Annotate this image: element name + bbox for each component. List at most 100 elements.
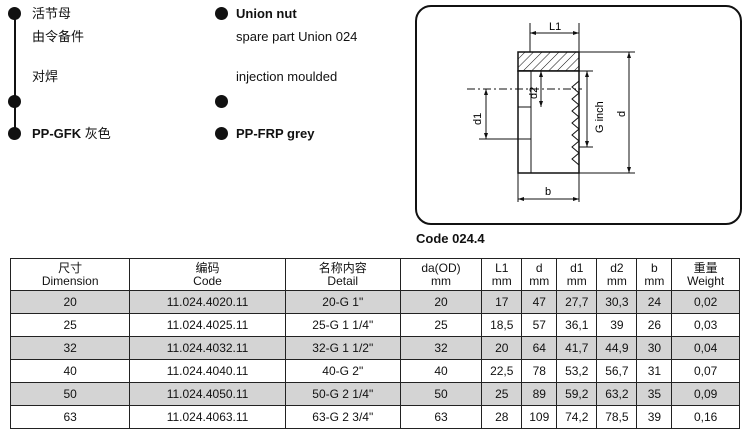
table-cell: 25 bbox=[481, 382, 523, 406]
left-label-1: 活节母 bbox=[32, 6, 72, 21]
column-header-line-1: L1 bbox=[495, 260, 509, 275]
table-cell: 0,16 bbox=[671, 405, 740, 429]
table-cell: 50-G 2 1/4" bbox=[284, 382, 401, 406]
table-cell: 63 bbox=[399, 405, 483, 429]
table-cell: 20 bbox=[399, 290, 483, 314]
table-cell: 35 bbox=[636, 382, 673, 406]
dim-label-l1: L1 bbox=[549, 21, 561, 33]
table-cell: 11.024.4050.11 bbox=[129, 382, 286, 406]
table-cell: 17 bbox=[481, 290, 523, 314]
table-cell: 20 bbox=[481, 336, 523, 360]
table-cell: 25-G 1 1/4" bbox=[284, 313, 401, 337]
table-cell: 28 bbox=[481, 405, 523, 429]
table-cell: 47 bbox=[521, 290, 558, 314]
table-cell: 24 bbox=[636, 290, 673, 314]
table-cell: 11.024.4020.11 bbox=[129, 290, 286, 314]
table-cell: 11.024.4025.11 bbox=[129, 313, 286, 337]
column-header-line-2: mm bbox=[529, 273, 550, 288]
column-header-line-1: da(OD) bbox=[421, 260, 461, 275]
column-header-line-1: d2 bbox=[610, 260, 624, 275]
dim-label-d2: d2 bbox=[528, 87, 540, 99]
left-material-color: 灰色 bbox=[84, 126, 111, 141]
column-header-line-1: 重量 bbox=[693, 260, 718, 275]
table-cell: 32-G 1 1/2" bbox=[284, 336, 401, 360]
table-cell: 89 bbox=[521, 382, 558, 406]
table-cell: 32 bbox=[9, 336, 131, 360]
dim-label-d1: d1 bbox=[472, 113, 484, 125]
table-cell: 30 bbox=[636, 336, 673, 360]
table-cell: 31 bbox=[636, 359, 673, 383]
table-cell: 64 bbox=[521, 336, 558, 360]
table-cell: 11.024.4040.11 bbox=[129, 359, 286, 383]
table-cell: 27,7 bbox=[556, 290, 598, 314]
table-cell: 50 bbox=[9, 382, 131, 406]
dim-label-b: b bbox=[545, 186, 551, 198]
table-cell: 40 bbox=[9, 359, 131, 383]
table-cell: 63 bbox=[9, 405, 131, 429]
column-header-line-1: b bbox=[651, 260, 658, 275]
table-cell: 41,7 bbox=[556, 336, 598, 360]
table-cell: 22,5 bbox=[481, 359, 523, 383]
table-cell: 26 bbox=[636, 313, 673, 337]
technical-drawing-frame: L1 d2 d1 G inch d b bbox=[415, 5, 742, 225]
column-header-line-2: Detail bbox=[327, 273, 359, 288]
column-header-line-2: mm bbox=[566, 273, 587, 288]
table-cell: 20 bbox=[9, 290, 131, 314]
column-header-line-1: 编码 bbox=[195, 260, 220, 275]
table-cell: 11.024.4032.11 bbox=[129, 336, 286, 360]
table-cell: 36,1 bbox=[556, 313, 598, 337]
column-header-line-1: d bbox=[535, 260, 543, 275]
middle-label-3: injection moulded bbox=[236, 69, 338, 84]
dim-label-d: d bbox=[616, 111, 628, 117]
column-header-line-1: d1 bbox=[570, 260, 584, 275]
left-bullet-top bbox=[8, 7, 21, 20]
table-cell: 20-G 1" bbox=[284, 290, 401, 314]
left-material-code: PP-GFK bbox=[32, 126, 82, 141]
column-header-line-2: mm bbox=[606, 273, 627, 288]
table-cell: 44,9 bbox=[596, 336, 638, 360]
table-cell: 53,2 bbox=[556, 359, 598, 383]
table-cell: 0,03 bbox=[671, 313, 740, 337]
table-cell: 40-G 2" bbox=[284, 359, 401, 383]
table-cell: 0,07 bbox=[671, 359, 740, 383]
dim-label-g-inch: G inch bbox=[594, 101, 606, 133]
table-cell: 109 bbox=[521, 405, 558, 429]
table-cell: 56,7 bbox=[596, 359, 638, 383]
table-cell: 0,04 bbox=[671, 336, 740, 360]
middle-bullet-top bbox=[215, 7, 228, 20]
table-cell: 78 bbox=[521, 359, 558, 383]
left-label-3: 对焊 bbox=[32, 69, 59, 84]
table-cell: 0,09 bbox=[671, 382, 740, 406]
left-label-2: 由令备件 bbox=[32, 29, 85, 44]
union-nut-drawing: L1 d2 d1 G inch d b bbox=[467, 21, 635, 202]
table-cell: 0,02 bbox=[671, 290, 740, 314]
table-cell: 30,3 bbox=[596, 290, 638, 314]
column-header-line-2: Code bbox=[193, 273, 222, 288]
table-cell: 25 bbox=[399, 313, 483, 337]
column-header-line-2: Weight bbox=[687, 273, 725, 288]
table-cell: 57 bbox=[521, 313, 558, 337]
table-cell: 63,2 bbox=[596, 382, 638, 406]
table-cell: 39 bbox=[636, 405, 673, 429]
table-cell: 25 bbox=[9, 313, 131, 337]
left-timeline-line bbox=[14, 12, 16, 136]
table-cell: 40 bbox=[399, 359, 483, 383]
left-bullet-middle bbox=[8, 95, 21, 108]
middle-bullet-bottom bbox=[215, 127, 228, 140]
product-title: Union nut bbox=[236, 6, 297, 21]
drawing-caption: Code 024.4 bbox=[416, 231, 485, 246]
